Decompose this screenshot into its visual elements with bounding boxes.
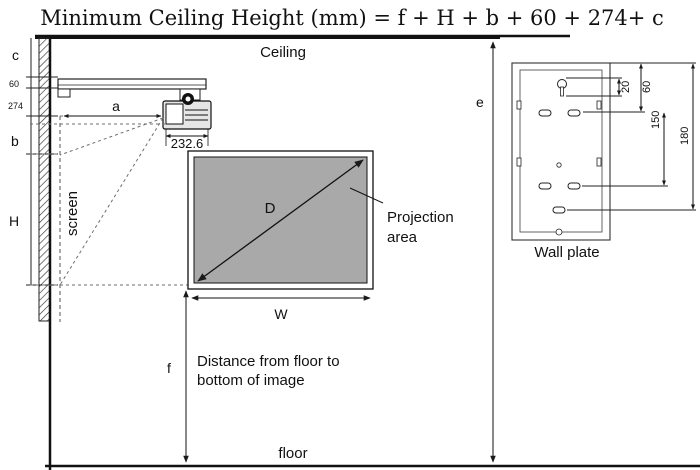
dim-274-label: 274 [8, 101, 23, 111]
wall-hatch [38, 37, 51, 322]
screen-label: screen [64, 191, 81, 236]
diagonal-D-arrow [197, 159, 364, 282]
wp-dim-150-label: 150 [650, 111, 662, 129]
dim-a-label: a [112, 98, 120, 114]
dim-b-label: b [11, 133, 19, 149]
ceiling-label: Ceiling [260, 44, 306, 61]
diagram-title: Minimum Ceiling Height (mm) = f + H + b … [40, 6, 664, 30]
wall-plate [511, 62, 611, 241]
projector-icon [162, 93, 212, 130]
projection-callout-line [349, 187, 384, 204]
wall-plate-dimension-lines [566, 62, 696, 211]
distance-label-line1: Distance from floor to [197, 353, 340, 370]
dim-D-label: D [265, 200, 276, 217]
dim-H-label: H [9, 213, 19, 229]
dim-W-label: W [274, 306, 288, 322]
dim-e-label: e [476, 94, 484, 110]
wp-dim-180-label: 180 [679, 127, 691, 145]
projection-label-line2: area [387, 229, 418, 246]
floor-label: floor [278, 445, 307, 462]
distance-label-line2: bottom of image [197, 372, 305, 389]
wp-dim-20-label: 20 [620, 81, 632, 93]
dim-f-label: f [167, 360, 171, 376]
dim-c-label: c [12, 47, 19, 63]
projector-mount [57, 78, 207, 101]
wall-plate-label: Wall plate [534, 244, 599, 261]
wp-dim-60-label: 60 [641, 81, 653, 93]
dim-232-label: 232.6 [171, 136, 204, 151]
projection-label-line1: Projection [387, 209, 454, 226]
dim-60-label: 60 [9, 79, 19, 89]
